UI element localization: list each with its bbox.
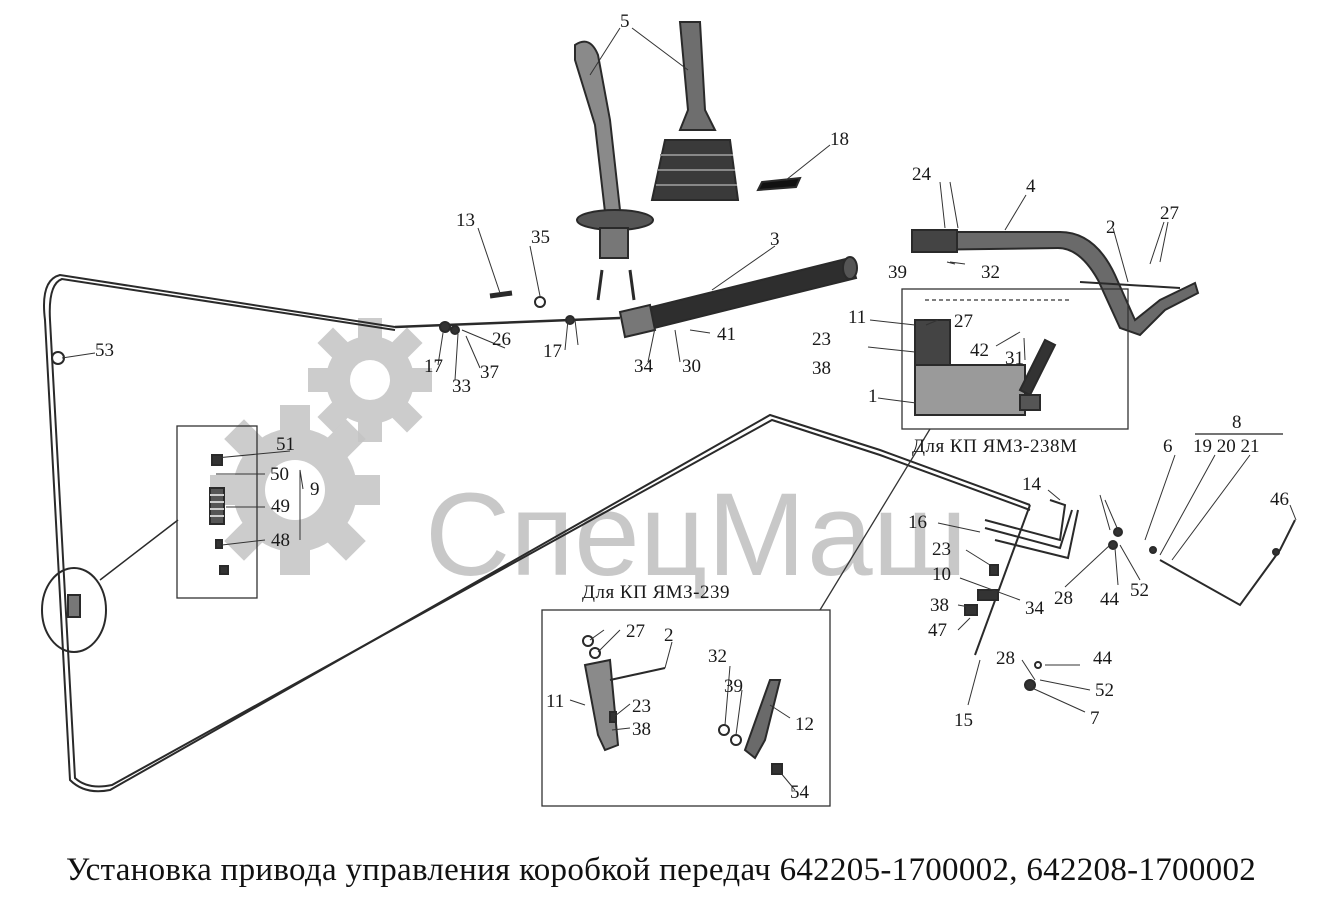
figure-caption: Установка привода управления коробкой пе… xyxy=(65,852,1257,888)
fraction-numerator: 8 xyxy=(1232,412,1242,433)
label-52-bottom: 52 xyxy=(1095,680,1114,701)
label-27-inset: 27 xyxy=(626,621,645,642)
label-13: 13 xyxy=(456,210,475,231)
label-38-inset: 38 xyxy=(632,719,651,740)
label-28-top: 28 xyxy=(1054,588,1073,609)
label-12: 12 xyxy=(795,714,814,735)
inset-frame-239 xyxy=(541,609,831,807)
inset-frame-spring xyxy=(176,425,258,599)
label-2-inset: 2 xyxy=(664,625,674,646)
label-47: 47 xyxy=(928,620,947,641)
label-23-right: 23 xyxy=(932,539,951,560)
ring-part xyxy=(534,296,546,308)
label-52-top: 52 xyxy=(1130,580,1149,601)
callout-labels: 5 18 3 13 35 24 4 27 2 39 32 53 26 17 33… xyxy=(95,11,1289,803)
label-17-left: 17 xyxy=(424,356,443,377)
label-31: 31 xyxy=(1005,348,1024,369)
label-23-top: 23 xyxy=(812,329,831,350)
label-50: 50 xyxy=(270,464,289,485)
label-17-mid: 17 xyxy=(543,341,562,362)
label-33: 33 xyxy=(452,376,471,397)
inset-caption-238m: Для КП ЯМЗ-238М xyxy=(912,436,1077,457)
label-23-inset: 23 xyxy=(632,696,651,717)
label-18: 18 xyxy=(830,129,849,150)
control-tube-part xyxy=(618,256,858,339)
label-42: 42 xyxy=(970,340,989,361)
label-6: 6 xyxy=(1163,436,1173,457)
label-9: 9 xyxy=(310,479,320,500)
label-37: 37 xyxy=(480,362,499,383)
label-15: 15 xyxy=(954,710,973,731)
label-38-right: 38 xyxy=(930,595,949,616)
label-16: 16 xyxy=(908,512,927,533)
label-35: 35 xyxy=(531,227,550,248)
label-1: 1 xyxy=(868,386,878,407)
label-11-inset: 11 xyxy=(546,691,564,712)
gearbox-unit-part xyxy=(914,319,1057,416)
label-14: 14 xyxy=(1022,474,1042,495)
label-5: 5 xyxy=(620,11,630,32)
label-28-bottom: 28 xyxy=(996,648,1015,669)
inset-239-parts xyxy=(582,635,783,775)
label-44-top: 44 xyxy=(1100,589,1120,610)
leader-lines xyxy=(61,27,1297,791)
label-54: 54 xyxy=(790,782,810,803)
inset-frame-238m xyxy=(901,288,1129,430)
label-32-top: 32 xyxy=(981,262,1000,283)
label-27-top: 27 xyxy=(1160,203,1179,224)
label-48: 48 xyxy=(271,530,290,551)
gear-lever-part xyxy=(574,40,654,301)
label-46: 46 xyxy=(1270,489,1289,510)
parts xyxy=(41,21,1296,793)
pin-part xyxy=(489,290,513,299)
cable-detail-callout xyxy=(41,519,179,653)
label-30: 30 xyxy=(682,356,701,377)
fraction-denominator: 19 20 21 xyxy=(1193,436,1260,457)
watermark-gear-large-icon xyxy=(210,405,380,575)
label-24: 24 xyxy=(912,164,932,185)
watermark-text: СпецМаш xyxy=(425,469,967,601)
linkage-rods-part xyxy=(974,499,1296,656)
label-2-top: 2 xyxy=(1106,217,1116,238)
label-41: 41 xyxy=(717,324,736,345)
label-27-mid: 27 xyxy=(954,311,973,332)
label-39-inset: 39 xyxy=(724,676,743,697)
label-34-right: 34 xyxy=(1025,598,1045,619)
label-34-top: 34 xyxy=(634,356,654,377)
watermark-gear-small-icon xyxy=(308,318,432,442)
label-32-inset: 32 xyxy=(708,646,727,667)
bolts-part xyxy=(964,527,1280,691)
inset-frames xyxy=(176,288,1129,807)
label-10: 10 xyxy=(932,564,951,585)
label-49: 49 xyxy=(271,496,290,517)
label-26: 26 xyxy=(492,329,511,350)
label-39-top: 39 xyxy=(888,262,907,283)
label-7: 7 xyxy=(1090,708,1100,729)
watermark: СпецМаш xyxy=(210,318,967,601)
label-53: 53 xyxy=(95,340,114,361)
plate-part xyxy=(756,176,802,192)
inset-caption-239: Для КП ЯМЗ-239 xyxy=(582,582,730,603)
label-3: 3 xyxy=(770,229,780,250)
gear-boot-part xyxy=(650,21,740,201)
label-11-top: 11 xyxy=(848,307,866,328)
spring-assembly-part xyxy=(209,454,229,575)
label-4: 4 xyxy=(1026,176,1036,197)
label-38-top: 38 xyxy=(812,358,831,379)
label-44-bottom: 44 xyxy=(1093,648,1113,669)
cable-part xyxy=(43,273,1031,793)
label-51: 51 xyxy=(276,434,295,455)
rod-part xyxy=(394,315,621,335)
shift-shaft-part xyxy=(911,229,1200,337)
